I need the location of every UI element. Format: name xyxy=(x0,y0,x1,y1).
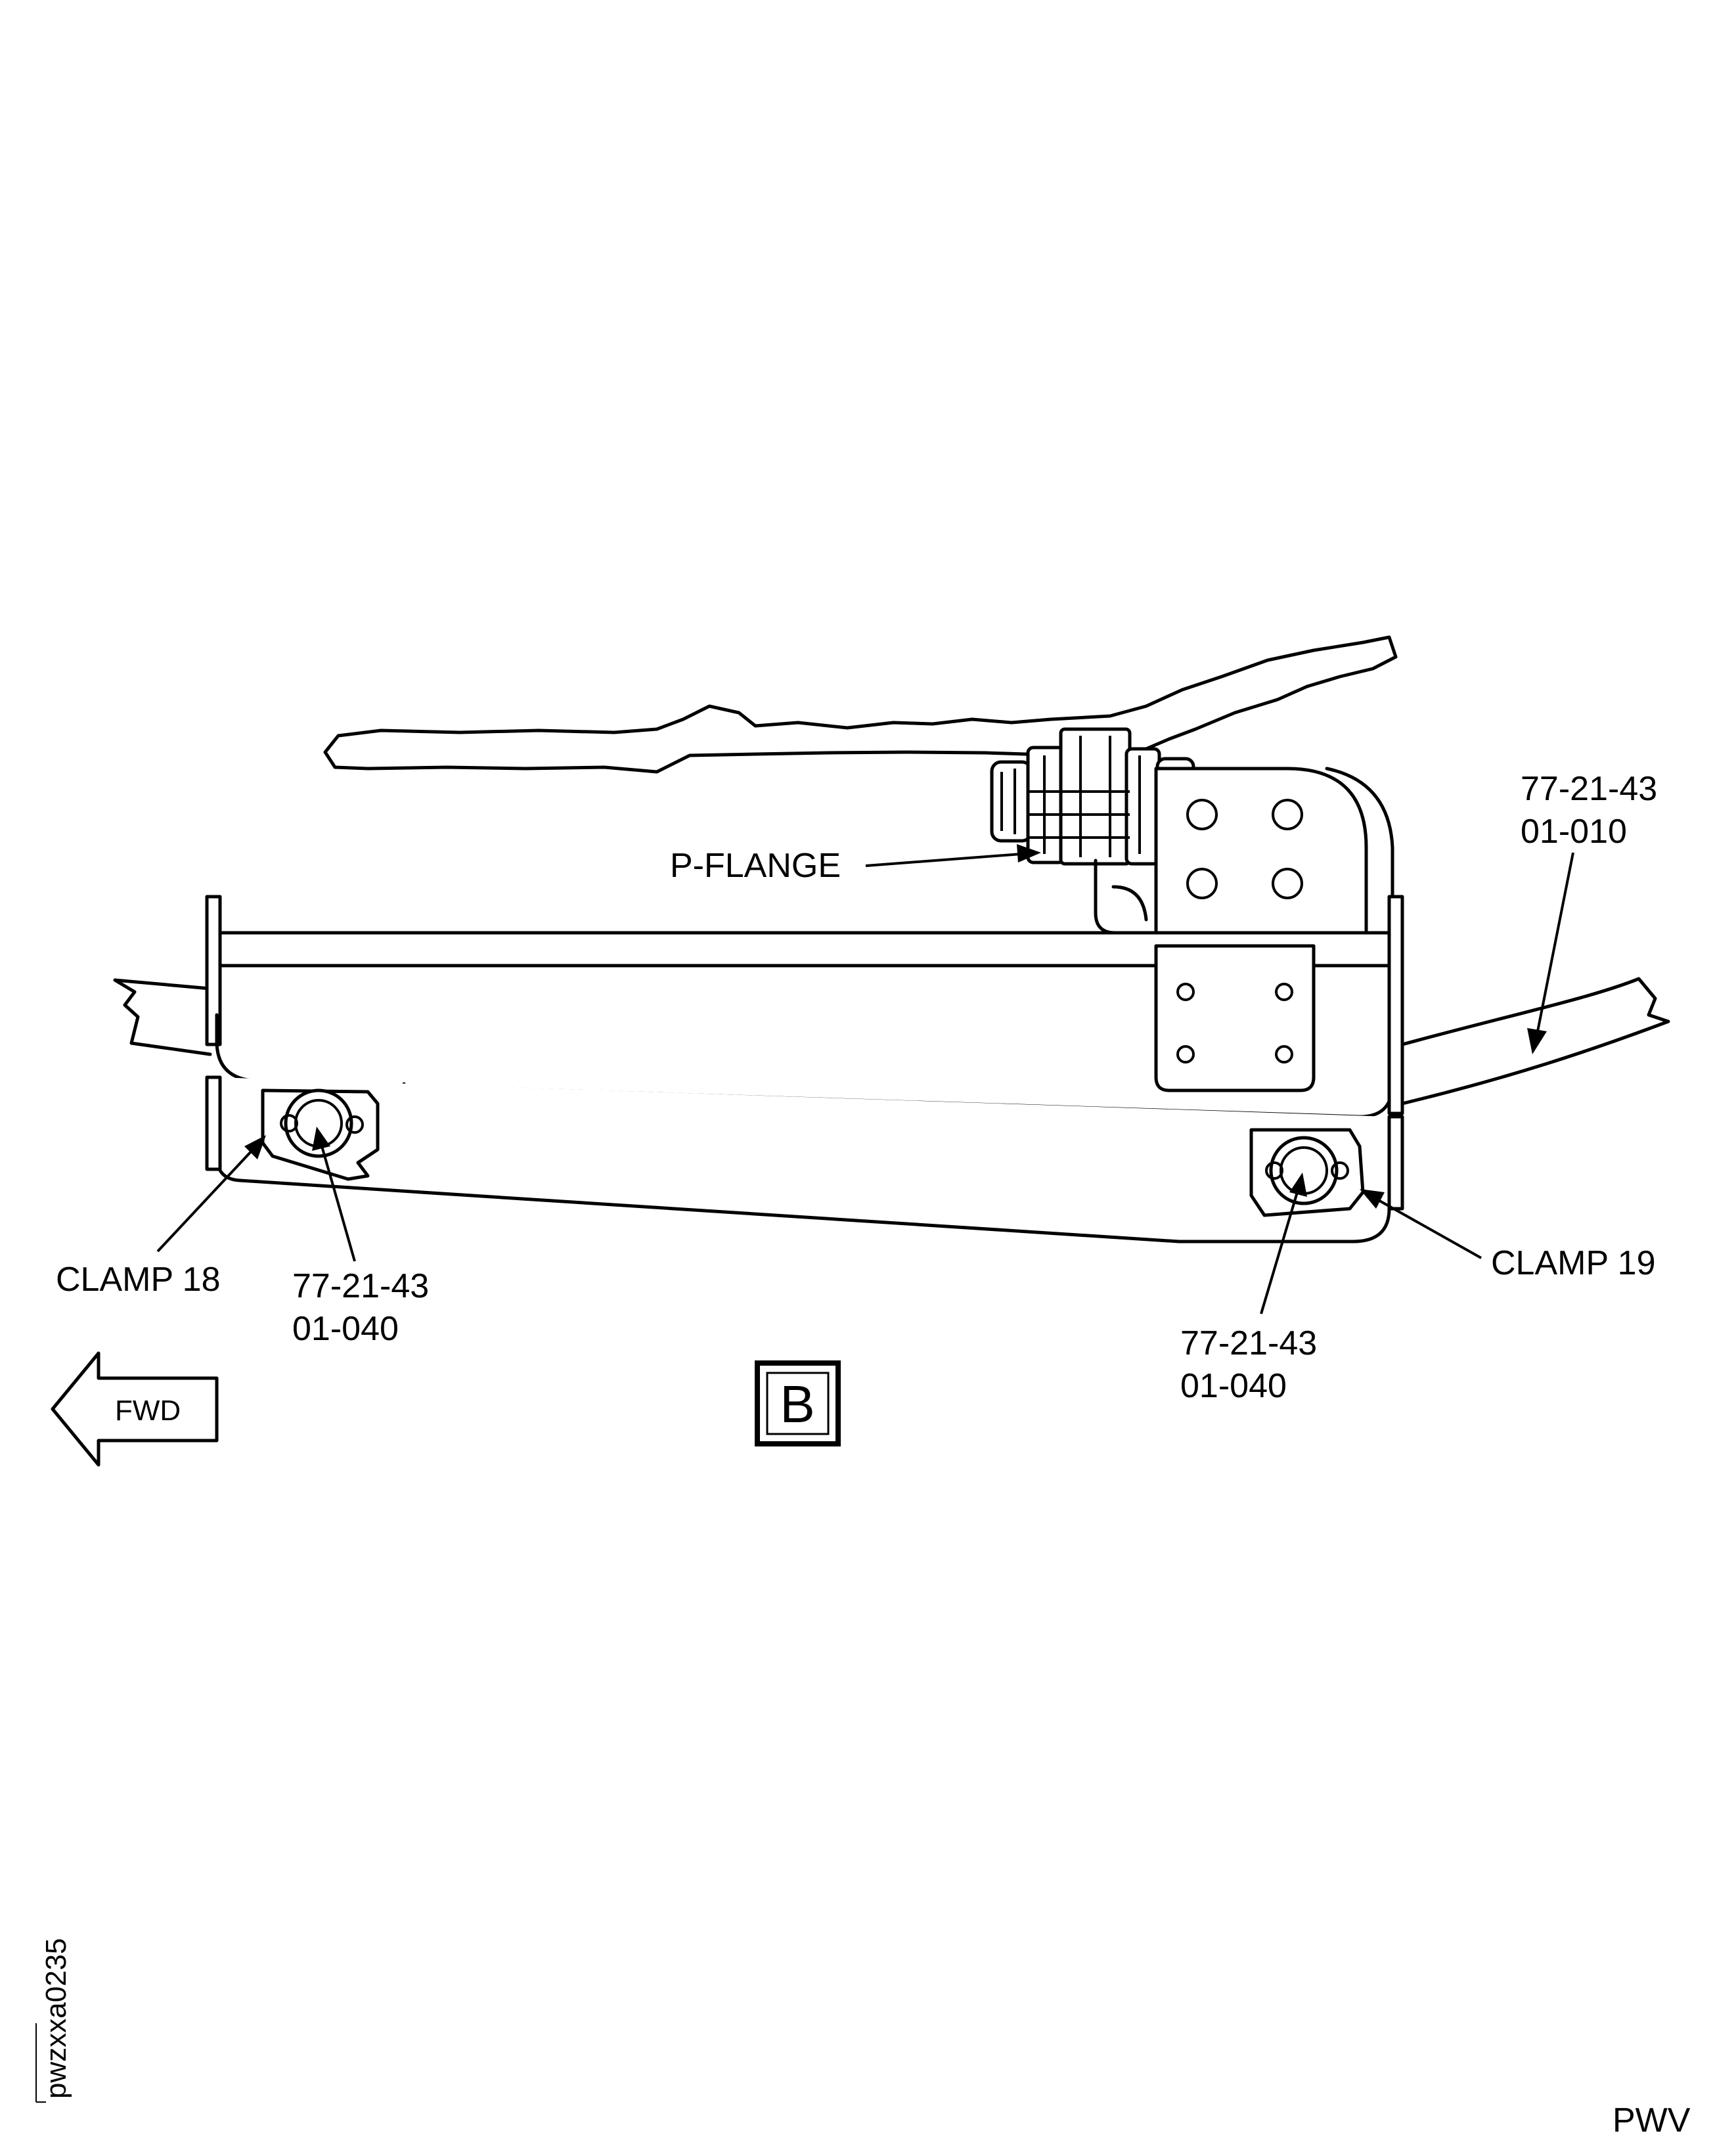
clamp-19-label: CLAMP 19 xyxy=(1491,1244,1656,1282)
figure-id-text: pwzxxa0235 xyxy=(40,1938,72,2099)
p-flange-bolt xyxy=(990,727,1195,866)
tube xyxy=(113,977,1670,1106)
channel-housing xyxy=(205,895,1404,1119)
leader-clamp-18-ref xyxy=(312,1127,356,1262)
leader-tube xyxy=(1527,852,1574,1054)
leader-clamp-19-ref xyxy=(1260,1173,1307,1314)
view-letter-box: B xyxy=(755,1360,841,1446)
clamp-19-ref-line1: 77-21-43 xyxy=(1180,1324,1317,1362)
flange-tab xyxy=(1094,859,1158,935)
leader-p-flange xyxy=(865,844,1041,867)
bracket-plate xyxy=(1154,767,1394,948)
upper-bracket xyxy=(323,635,1398,774)
clamp-18-label: CLAMP 18 xyxy=(56,1261,221,1299)
leader-clamp-19 xyxy=(1360,1189,1482,1259)
p-flange-label: P-FLANGE xyxy=(670,847,841,885)
clamp-18-ref-line2: 01-040 xyxy=(292,1310,399,1348)
fwd-label: FWD xyxy=(115,1395,181,1427)
tube-ref-line1: 77-21-43 xyxy=(1521,770,1657,808)
clamp-18-ref-line1: 77-21-43 xyxy=(292,1267,429,1305)
clamp-19-ref-line2: 01-040 xyxy=(1180,1367,1287,1405)
tube-ref-line2: 01-010 xyxy=(1521,813,1627,851)
clamp-19 xyxy=(1249,1128,1365,1217)
figure-id: pwzxxa0235 xyxy=(35,1938,72,2103)
leader-clamp-18 xyxy=(156,1135,266,1253)
lower-plate xyxy=(205,1075,1404,1243)
fwd-arrow: FWD xyxy=(51,1351,219,1467)
view-letter: B xyxy=(780,1375,814,1433)
footer-code: PWV xyxy=(1613,2101,1691,2139)
